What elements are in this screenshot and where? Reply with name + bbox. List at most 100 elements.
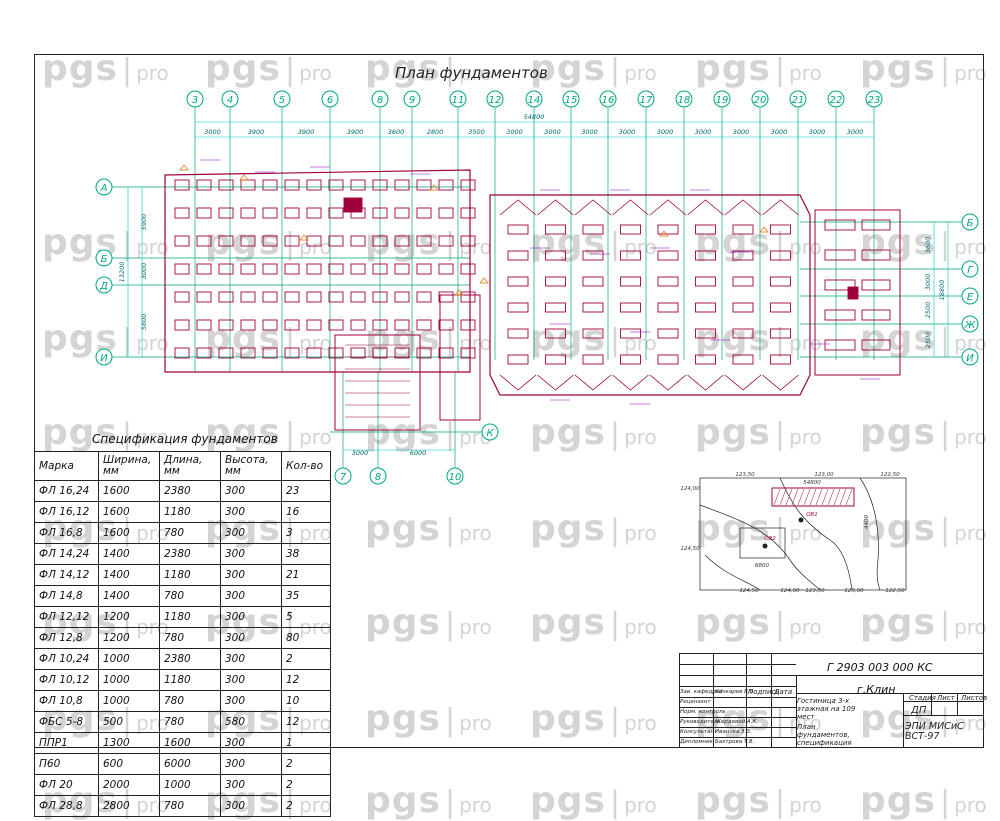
spec-cell: ФЛ 20 (34, 774, 99, 796)
foundation-block (328, 179, 344, 191)
site-label: ОВ2 (764, 536, 776, 542)
foundation-block (657, 328, 679, 339)
axis-top-label: 18 (678, 95, 691, 106)
foundation-block (824, 339, 856, 351)
axis-right-bubble (961, 315, 979, 333)
site-hatch (803, 488, 811, 506)
foundation-block (196, 207, 212, 219)
spec-cell: 780 (159, 627, 221, 649)
spec-cell: 1600 (98, 480, 160, 502)
organization: ЭПИ МИСиС ВСТ-97 (905, 721, 964, 742)
foundation-block (306, 347, 322, 359)
axis-top-label: 16 (602, 95, 615, 106)
spec-cell: 2000 (98, 774, 160, 796)
foundation-block (732, 354, 754, 365)
site-hatch (791, 488, 799, 506)
spec-cell: 2380 (159, 543, 221, 565)
foundation-block (861, 249, 891, 261)
spec-title: Спецификация фундаментов (92, 432, 278, 446)
spec-cell: 2 (281, 795, 331, 817)
spec-cell: 300 (220, 669, 282, 691)
foundation-block (438, 263, 454, 275)
foundation-block (394, 179, 410, 191)
foundation-block (328, 319, 344, 331)
foundation-block (507, 328, 529, 339)
axis-top-bubble (449, 90, 467, 108)
spec-cell: 600 (98, 753, 160, 775)
foundation-block (174, 235, 190, 247)
axis-top-bubble (221, 90, 239, 108)
axis-extra-bubble (481, 423, 499, 441)
foundation-block (657, 276, 679, 287)
axis-top-bubble (827, 90, 845, 108)
foundation-block (438, 347, 454, 359)
axis-top-label: 14 (528, 95, 541, 106)
drawing-city: г.Клин (857, 683, 896, 696)
site-hatch (779, 488, 787, 506)
dim-right-value: 3600 (924, 237, 932, 254)
site-hatch (827, 488, 835, 506)
title-block-role: Консультант (680, 729, 718, 735)
foundation-block (657, 354, 679, 365)
accent-block (847, 286, 859, 300)
spec-cell: ФЛ 16,8 (34, 522, 99, 544)
entrance-block (439, 294, 481, 421)
spec-cell: ФЛ 28,8 (34, 795, 99, 817)
foundation-block (732, 276, 754, 287)
site-dim: 6800 (755, 563, 769, 569)
spec-cell: ФБС 5-8 (34, 711, 99, 733)
foundation-block (328, 263, 344, 275)
foundation-block (582, 328, 604, 339)
foundation-block (284, 179, 300, 191)
foundation-block (262, 263, 278, 275)
site-hatch (833, 488, 841, 506)
axis-top-label: 22 (830, 95, 843, 106)
axis-top-bubble (486, 90, 504, 108)
spec-cell: 1000 (98, 669, 160, 691)
axis-top-bubble (865, 90, 883, 108)
foundation-block (507, 302, 529, 313)
dim-top-value: 3900 (347, 128, 364, 136)
axis-left-label: И (100, 353, 108, 364)
foundation-block (861, 279, 891, 291)
spec-cell: 1200 (98, 606, 160, 628)
foundation-block (416, 263, 432, 275)
axis-bottom-label: 8 (375, 472, 381, 483)
dim-top-value: 3000 (847, 128, 864, 136)
foundation-block (328, 347, 344, 359)
spec-cell: 2 (281, 648, 331, 670)
foundation-block (438, 291, 454, 303)
level-mark (479, 277, 489, 284)
axis-right-bubble (961, 260, 979, 278)
foundation-block (240, 207, 256, 219)
foundation-block (350, 319, 366, 331)
dim-top-value: 3000 (771, 128, 788, 136)
axis-top-bubble (713, 90, 731, 108)
spec-cell: 80 (281, 627, 331, 649)
spec-cell: 1180 (159, 564, 221, 586)
foundation-block (394, 347, 410, 359)
foundation-block (620, 276, 641, 287)
site-dim: 54800 (803, 480, 821, 486)
drawing-sheet-frame (34, 54, 984, 748)
spec-cell: 12 (281, 669, 331, 691)
foundation-block (416, 291, 432, 303)
spec-cell: ФЛ 14,12 (34, 564, 99, 586)
foundation-block (218, 235, 234, 247)
title-block-role: Зав. кафедрой (680, 689, 723, 695)
axis-top-label: 23 (868, 95, 881, 106)
spec-cell: 780 (159, 795, 221, 817)
spec-cell: 780 (159, 690, 221, 712)
site-hatch (785, 488, 793, 506)
spec-cell: 1000 (98, 648, 160, 670)
foundation-block (695, 276, 716, 287)
title-block-role: Дипломник (680, 739, 713, 745)
axis-top-label: 11 (452, 95, 465, 106)
axis-top-bubble (371, 90, 389, 108)
foundation-block (770, 328, 791, 339)
